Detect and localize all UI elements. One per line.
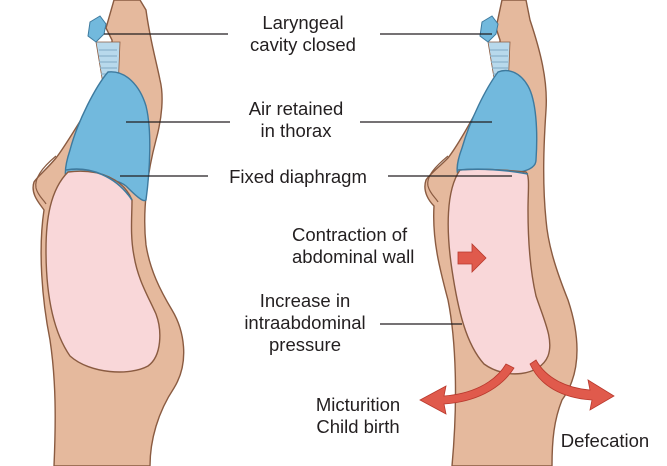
label-air-line2: in thorax xyxy=(260,120,332,141)
right-breast-contour xyxy=(427,155,449,203)
right-larynx xyxy=(479,15,499,43)
left-abdomen xyxy=(45,170,161,373)
label-pressure-line2: intraabdominal xyxy=(244,312,366,333)
label-laryngeal-line2: cavity closed xyxy=(250,34,356,55)
label-air-line1: Air retained xyxy=(248,98,344,119)
label-pressure: Increase in intraabdominal pressure xyxy=(232,290,378,356)
leader-lines xyxy=(104,33,512,325)
left-breast-contour xyxy=(35,155,57,205)
right-diaphragm xyxy=(457,168,529,175)
defecation-arrow xyxy=(529,359,615,411)
left-torso-figure xyxy=(32,0,185,466)
label-micturition-line1: Micturition xyxy=(315,394,401,415)
label-micturition-line2: Child birth xyxy=(316,416,400,437)
label-defecation: Defecation xyxy=(548,430,662,452)
label-contraction: Contraction of abdominal wall xyxy=(292,224,452,268)
label-diaphragm-text: Fixed diaphragm xyxy=(229,166,367,187)
label-laryngeal: Laryngeal cavity closed xyxy=(222,12,384,56)
right-torso-figure xyxy=(424,0,578,466)
label-defecation-text: Defecation xyxy=(560,430,650,451)
left-larynx xyxy=(87,15,107,43)
left-diaphragm xyxy=(65,168,133,201)
micturition-arrow xyxy=(419,363,515,415)
contraction-arrow xyxy=(457,243,487,273)
label-contraction-line1: Contraction of xyxy=(292,224,408,245)
label-laryngeal-line1: Laryngeal xyxy=(262,12,344,33)
label-pressure-line3: pressure xyxy=(269,334,341,355)
label-micturition: Micturition Child birth xyxy=(300,394,416,438)
label-pressure-line1: Increase in xyxy=(259,290,351,311)
label-fixed-diaphragm: Fixed diaphragm xyxy=(208,166,388,188)
right-abdomen xyxy=(447,168,551,375)
label-air-retained: Air retained in thorax xyxy=(226,98,366,142)
left-lung xyxy=(64,71,151,202)
label-contraction-line2: abdominal wall xyxy=(292,246,415,267)
